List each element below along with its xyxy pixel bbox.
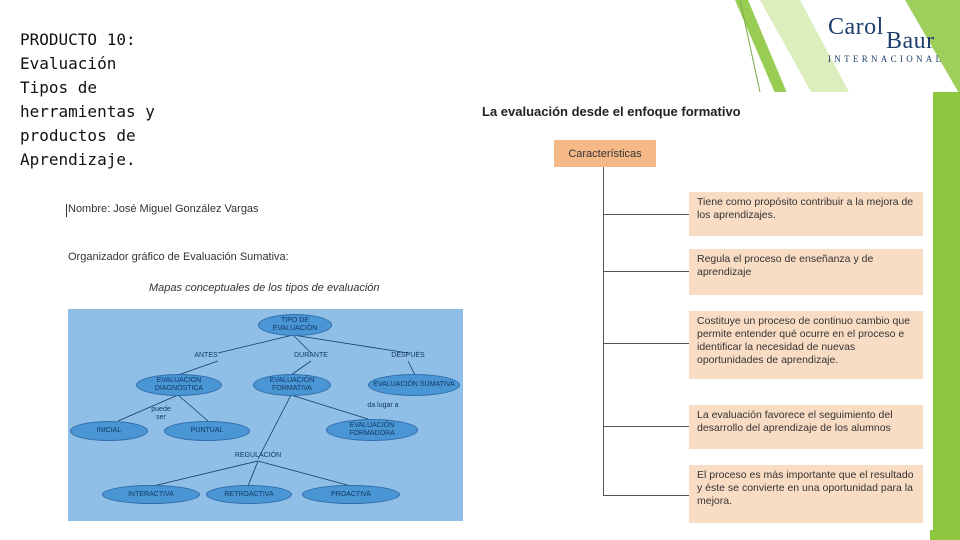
feature-box: El proceso es más importante que el resu… <box>689 465 923 523</box>
logo-text-carol: Carol <box>828 14 884 40</box>
label-regulacion: REGULACIÓN <box>234 452 282 459</box>
node-proactiva: PROACTIVA <box>302 485 400 504</box>
characteristics-box: Características <box>554 140 656 167</box>
label-da-lugar: da lugar a <box>367 402 399 409</box>
logo-text-baur: Baur <box>886 28 935 54</box>
tree-branch <box>603 343 689 344</box>
formative-title: La evaluación desde el enfoque formativo <box>482 104 741 119</box>
label-antes: ANTES <box>194 352 218 359</box>
feature-box: Tiene como propósito contribuir a la mej… <box>689 192 923 236</box>
node-inicial: INICIAL <box>70 421 148 441</box>
organizer-label: Organizador gráfico de Evaluación Sumati… <box>68 251 289 263</box>
tree-branch <box>603 426 689 427</box>
label-despues: DESPUÉS <box>391 352 425 359</box>
feature-box: Regula el proceso de enseñanza y de apre… <box>689 249 923 295</box>
node-retroactiva: RETROACTIVA <box>206 485 292 504</box>
label-durante: DURANTE <box>294 352 328 359</box>
tree-branch <box>603 495 689 496</box>
logo-text-internacional: INTERNACIONAL <box>828 54 945 64</box>
node-formadora: EVALUACIÓN FORMADORA <box>326 419 418 441</box>
tree-trunk <box>603 167 604 495</box>
node-diagnostica: EVALUACIÓN DIAGNÓSTICA <box>136 374 222 396</box>
feature-box: La evaluación favorece el seguimiento de… <box>689 405 923 449</box>
concept-map: TIPO DE EVALUACIÓN ANTES DURANTE DESPUÉS… <box>68 309 463 521</box>
tree-branch <box>603 271 689 272</box>
carol-baur-logo: Carol Baur INTERNACIONAL <box>826 14 956 66</box>
label-puede-ser: puede ser <box>151 406 171 421</box>
tree-branch <box>603 214 689 215</box>
text-cursor <box>66 204 67 217</box>
student-name: Nombre: José Miguel González Vargas <box>68 203 259 215</box>
node-formativa: EVALUACIÓN FORMATIVA <box>253 374 331 396</box>
slide-title: PRODUCTO 10: Evaluación Tipos de herrami… <box>20 30 155 169</box>
node-tipo-evaluacion: TIPO DE EVALUACIÓN <box>258 314 332 336</box>
concept-map-connectors <box>117 334 416 487</box>
node-puntual: PUNTUAL <box>164 421 250 441</box>
feature-box: Costituye un proceso de continuo cambio … <box>689 311 923 379</box>
map-subtitle: Mapas conceptuales de los tipos de evalu… <box>149 282 380 294</box>
node-sumativa: EVALUACIÓN SUMATIVA <box>368 374 460 396</box>
node-interactiva: INTERACTIVA <box>102 485 200 504</box>
